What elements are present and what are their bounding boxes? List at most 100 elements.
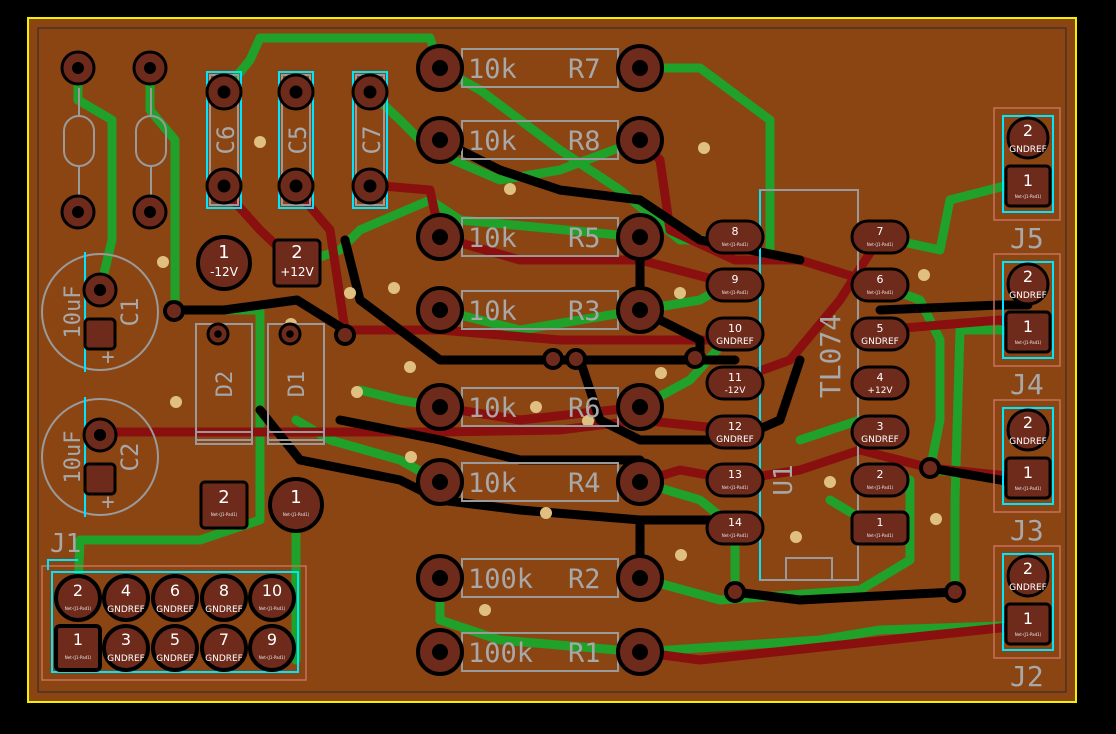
via [582, 415, 594, 427]
jack-pad-square [1004, 456, 1052, 500]
diode-ref: D1 [285, 371, 310, 398]
header-pin-number: 9 [267, 630, 277, 649]
resistor-value: 10k [468, 296, 517, 327]
ic-pin-pad [705, 414, 765, 450]
ic-pin-net-small: Net-(J1-Pad1) [722, 242, 749, 247]
ic-pin-number: 3 [877, 420, 884, 433]
resistor-r1: 100k R1 [416, 628, 664, 676]
via [674, 287, 686, 299]
resistor-value: 10k [468, 393, 517, 424]
resistor-value: 100k [468, 638, 533, 669]
ic-group: TL074U18Net-(J1-Pad1)9Net-(J1-Pad1)10GND… [705, 189, 910, 581]
resistor-value: 10k [468, 223, 517, 254]
ic-pin-number: 5 [877, 322, 884, 335]
jack-pad-number: 2 [1023, 121, 1033, 140]
via [565, 348, 587, 370]
diode-pad-net: Net-(J1-Pad1) [283, 512, 310, 517]
ic-pin-net-small: Net-(J1-Pad1) [722, 533, 749, 538]
resistor-ref: R1 [568, 638, 601, 669]
ic-pin-4: 4+12V [850, 365, 910, 401]
jack-ref: J2 [1010, 660, 1044, 693]
resistor-pad-hole [432, 570, 448, 586]
via [824, 476, 836, 488]
via [530, 401, 542, 413]
via [790, 531, 802, 543]
jack-pad-number: 1 [1023, 317, 1033, 336]
diode-d1: D1 [267, 322, 325, 445]
jack-outline [993, 253, 1061, 367]
electrolytic-pad-hole [93, 283, 107, 297]
jack-pad-number: 1 [1023, 171, 1033, 190]
diode-pad-hole [214, 330, 222, 338]
ic-pin-number: 13 [728, 468, 742, 481]
via [684, 347, 706, 369]
jack-pad-round [1006, 554, 1050, 598]
resistor-pad-hole [632, 399, 648, 415]
header-pin-net: GNDREF [107, 654, 145, 664]
via [918, 269, 930, 281]
ic-pin-net: GNDREF [861, 337, 899, 347]
power-pad-net: -12V [210, 265, 239, 279]
header-pin1-mark [47, 559, 78, 570]
header-pin-number: 10 [262, 581, 282, 600]
diode-pad-number: 2 [218, 487, 229, 508]
ic-pin-net-small: Net-(J1-Pad1) [867, 533, 894, 538]
capacitor-courtyard [278, 71, 314, 209]
power-pad-round [196, 235, 252, 291]
jack-group: 2GNDREF1Net-(J1-Pad1)J52GNDREF1Net-(J1-P… [993, 107, 1061, 693]
resistor-pad-hole [432, 302, 448, 318]
diode-pad-net: Net-(J1-Pad1) [211, 512, 238, 517]
jack-pad-net-small: Net-(J1-Pad1) [1015, 632, 1042, 637]
ic-pin-number: 8 [732, 225, 739, 238]
header-group: J12Net-(J1-Pad1)4GNDREF6GNDREF8GNDREF10N… [41, 529, 307, 681]
electrolytic-ref: C1 [116, 298, 144, 327]
via [157, 256, 169, 268]
ic-pin-number: 2 [877, 468, 884, 481]
header-pin-pad-square [54, 624, 102, 672]
resistor-pad-hole [632, 474, 648, 490]
ic-pin-number: 1 [877, 516, 884, 529]
ic-pin-number: 11 [728, 371, 742, 384]
resistor-ref: R6 [568, 393, 601, 424]
resistor-value: 10k [468, 126, 517, 157]
via [540, 507, 552, 519]
resistor-ref: R5 [568, 223, 601, 254]
ic-pin-net: GNDREF [861, 435, 899, 445]
jack-pad-net: GNDREF [1009, 145, 1047, 155]
via [944, 581, 966, 603]
ic-pin-pad [850, 414, 910, 450]
diode-ref: D2 [213, 371, 238, 398]
jack-ref: J5 [1010, 222, 1044, 255]
ic-pin-number: 14 [728, 516, 742, 529]
jack-pad-number: 1 [1023, 609, 1033, 628]
resistor-pad-hole [432, 60, 448, 76]
jack-pad-net-small: Net-(J1-Pad1) [1015, 340, 1042, 345]
power-pad-square [272, 238, 322, 288]
power-pad-net: +12V [280, 265, 314, 279]
ic-pin-net: GNDREF [716, 337, 754, 347]
header-ref: J1 [50, 529, 81, 559]
via [698, 142, 710, 154]
electrolytic-outline [41, 398, 159, 516]
jack-pad-number: 2 [1023, 413, 1033, 432]
resistor-ref: R2 [568, 564, 601, 595]
resistor-pad-hole [632, 302, 648, 318]
ic-pin-net-small: Net-(J1-Pad1) [867, 242, 894, 247]
ic-pin-11: 11-12V [705, 365, 765, 401]
resistor-pad-hole [632, 229, 648, 245]
header-pin-net-small: Net-(J1-Pad1) [259, 606, 286, 611]
jack-outline [993, 107, 1061, 221]
ic-ref-label: U1 [769, 464, 799, 495]
